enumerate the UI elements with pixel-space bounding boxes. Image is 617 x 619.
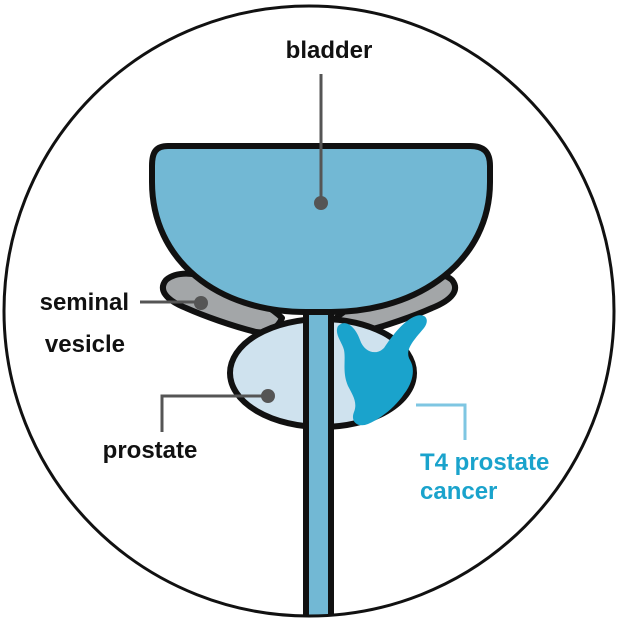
seminal-vesicle-label-line2: vesicle bbox=[45, 331, 125, 358]
cancer-label-line2: cancer bbox=[420, 478, 497, 505]
bladder-label: bladder bbox=[286, 37, 373, 64]
cancer-leader-line bbox=[416, 405, 465, 440]
cancer-label-line1: T4 prostate bbox=[420, 449, 549, 476]
seminal-vesicle-leader-dot bbox=[194, 296, 208, 310]
urethra bbox=[306, 300, 331, 619]
prostate-label: prostate bbox=[103, 437, 198, 464]
seminal-vesicle-label-line1: seminal bbox=[40, 289, 129, 316]
prostate-leader-dot bbox=[261, 389, 275, 403]
bladder-leader-dot bbox=[314, 196, 328, 210]
clipped-anatomy bbox=[140, 74, 490, 619]
